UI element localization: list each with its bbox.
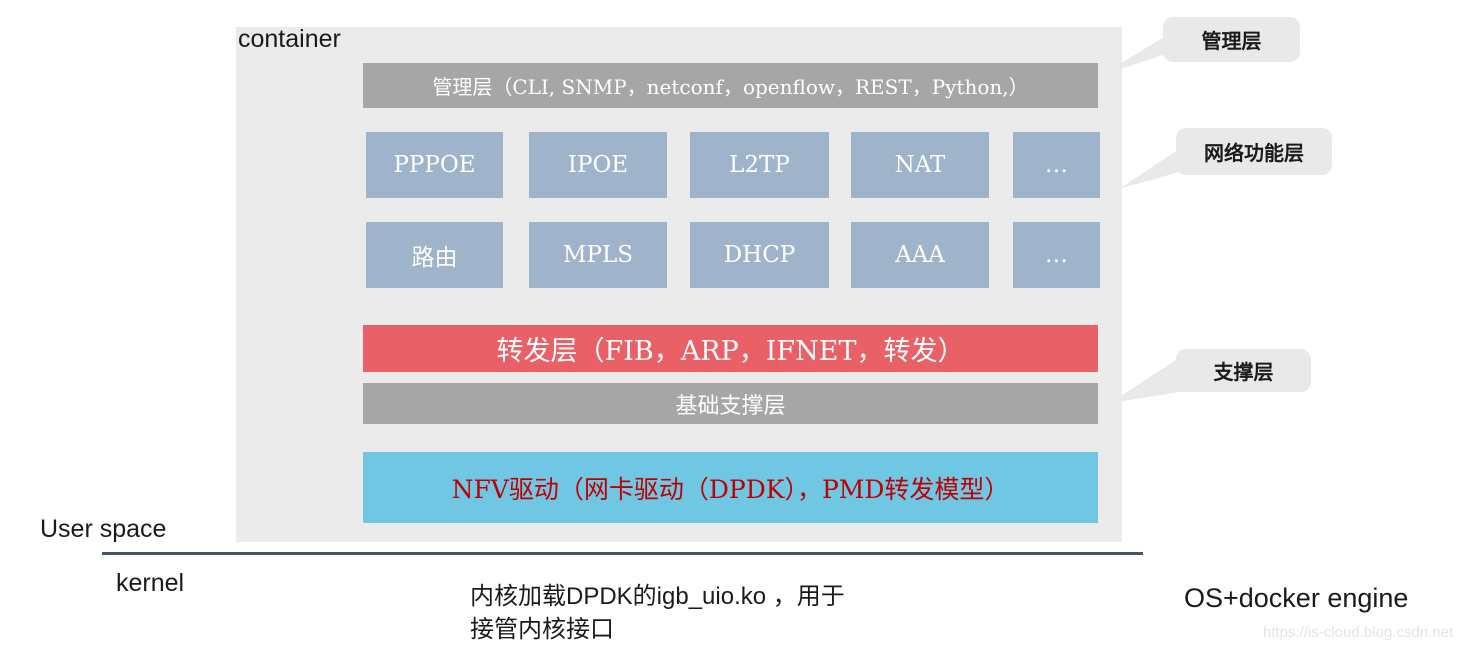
function-block-nat: NAT [851,132,989,198]
kernel-note: 内核加载DPDK的igb_uio.ko ，用于 接管内核接口 [470,580,845,646]
container-region-label: container [238,25,341,53]
user-space-label: User space [40,515,167,543]
kernel-label: kernel [116,569,185,597]
kernel-note-line1: 内核加载DPDK的igb_uio.ko ，用于 [470,583,845,610]
watermark-text: https://is-cloud.blog.csdn.net [1263,624,1454,641]
function-block-dhcp: DHCP [690,222,829,288]
function-block-aaa: AAA [851,222,989,288]
function-block-routing: 路由 [366,222,503,288]
callout-network-function-layer: 网络功能层 [1176,128,1332,175]
function-block-ipoe: IPOE [529,132,667,198]
function-block-l2tp: L2TP [690,132,829,198]
function-block-more-row2: … [1013,222,1100,288]
function-block-more-row1: … [1013,132,1100,198]
management-layer-bar: 管理层（CLI, SNMP，netconf，openflow，REST，Pyth… [363,63,1098,108]
forwarding-layer-bar: 转发层（FIB，ARP，IFNET，转发） [363,325,1098,372]
function-block-mpls: MPLS [529,222,667,288]
nfv-driver-bar: NFV驱动（网卡驱动（DPDK），PMD转发模型） [363,452,1098,523]
callout-management-layer: 管理层 [1163,17,1300,62]
user-kernel-divider-line [102,552,1143,555]
function-block-pppoe: PPPOE [366,132,503,198]
callout-support-layer: 支撑层 [1176,349,1311,392]
kernel-note-line2: 接管内核接口 [470,616,614,643]
os-docker-engine-label: OS+docker engine [1184,583,1409,613]
base-support-layer-bar: 基础支撑层 [363,383,1098,424]
